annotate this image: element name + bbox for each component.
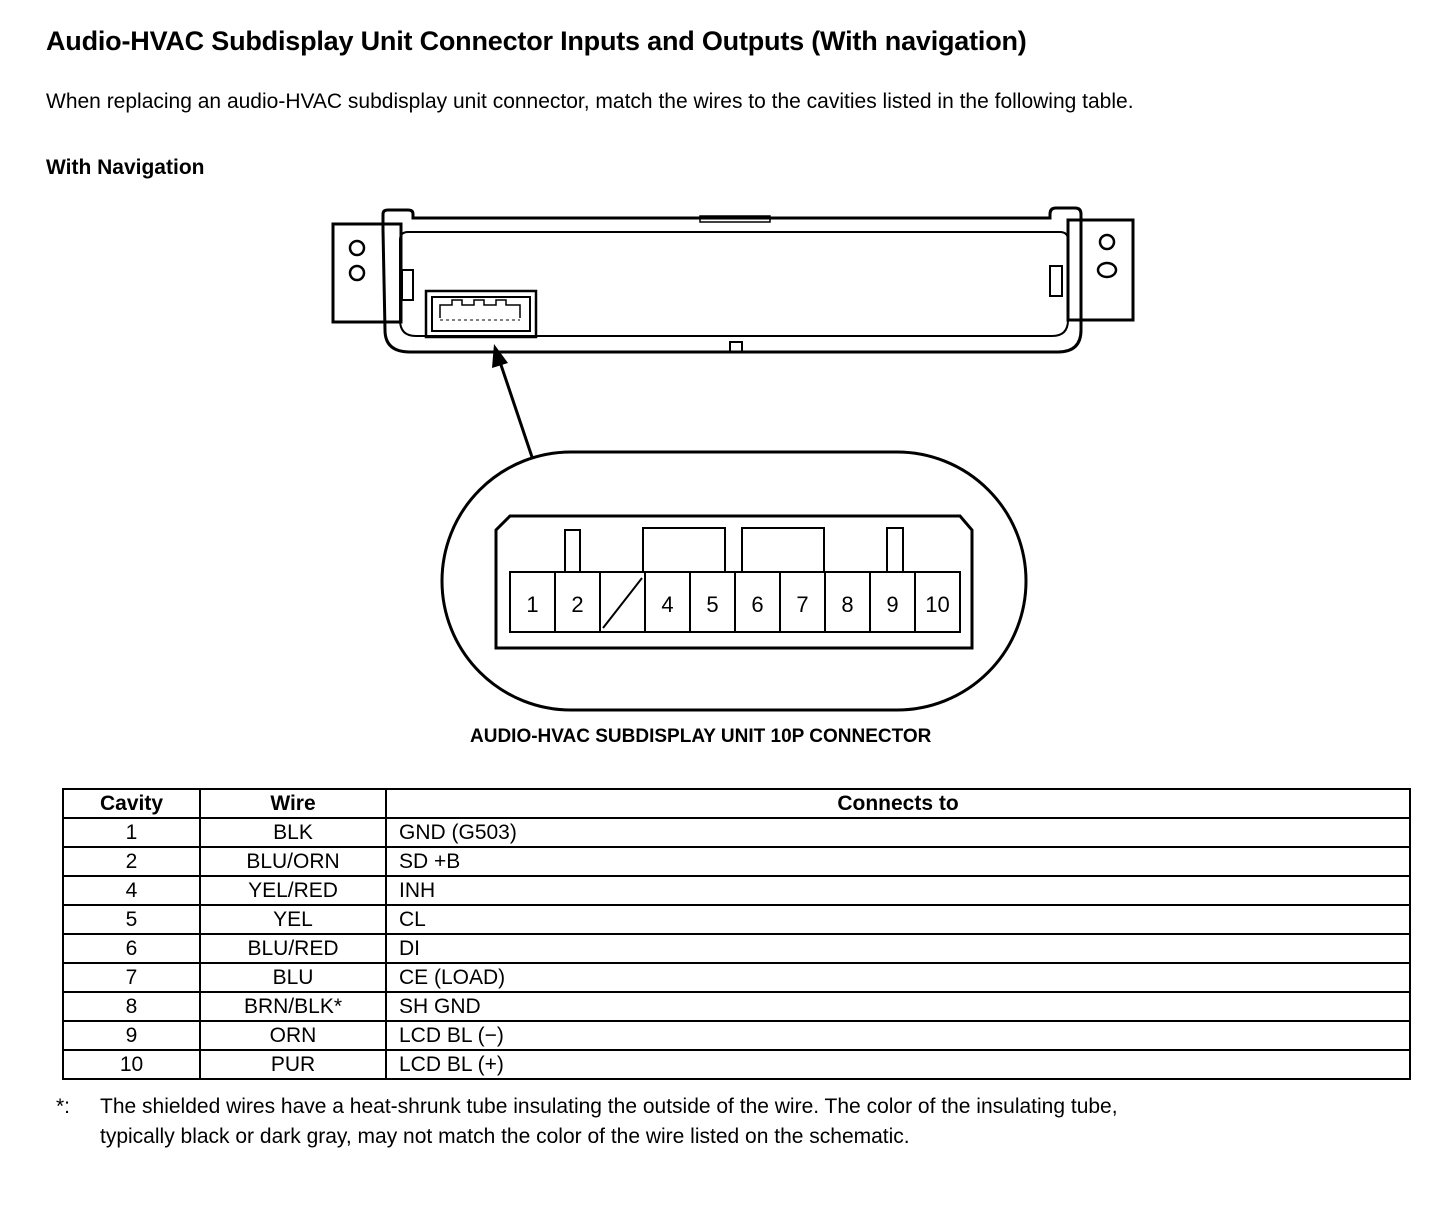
section-heading: With Navigation — [46, 156, 205, 179]
subdisplay-unit-drawing — [331, 206, 1135, 354]
cell-connects-to: CL — [385, 904, 1411, 935]
cell-connects-to: DI — [385, 933, 1411, 964]
connector-diagram: 1 2 4 5 6 7 8 9 10 — [331, 206, 1135, 712]
cavity-number: 1 — [526, 592, 538, 617]
cell-connects-to: GND (G503) — [385, 817, 1411, 848]
footnote-line-1: The shielded wires have a heat-shrunk tu… — [100, 1095, 1118, 1118]
cavity-cells: 1 2 4 5 6 7 8 9 10 — [509, 571, 961, 633]
unused-cavity-mark — [602, 577, 643, 629]
cell-wire: ORN — [199, 1020, 387, 1051]
cavity-number: 4 — [661, 592, 673, 617]
footnote-mark: *: — [56, 1095, 71, 1118]
cell-cavity: 7 — [62, 962, 201, 993]
cell-connects-to: CE (LOAD) — [385, 962, 1411, 993]
connector-caption: AUDIO-HVAC SUBDISPLAY UNIT 10P CONNECTOR — [470, 726, 932, 747]
cell-connects-to: SH GND — [385, 991, 1411, 1022]
cell-cavity: 8 — [62, 991, 201, 1022]
table-header-row: Cavity Wire Connects to — [62, 788, 1411, 819]
cell-wire: BRN/BLK* — [199, 991, 387, 1022]
cell-cavity: 2 — [62, 846, 201, 877]
cavity-number: 9 — [886, 592, 898, 617]
cell-connects-to: SD +B — [385, 846, 1411, 877]
cavity-number: 2 — [571, 592, 583, 617]
cell-cavity: 10 — [62, 1049, 201, 1080]
cell-wire: YEL — [199, 904, 387, 935]
page-title: Audio-HVAC Subdisplay Unit Connector Inp… — [46, 26, 1027, 56]
cell-cavity: 5 — [62, 904, 201, 935]
cavity-number: 10 — [925, 592, 949, 617]
pointer-arrow — [492, 344, 534, 458]
cell-cavity: 4 — [62, 875, 201, 906]
intro-text: When replacing an audio-HVAC subdisplay … — [46, 90, 1134, 113]
cell-wire: BLU/ORN — [199, 846, 387, 877]
cell-wire: PUR — [199, 1049, 387, 1080]
cell-wire: BLU — [199, 962, 387, 993]
cell-cavity: 1 — [62, 817, 201, 848]
cell-wire: BLU/RED — [199, 933, 387, 964]
header-wire: Wire — [199, 788, 387, 819]
footnote: *: The shielded wires have a heat-shrunk … — [56, 1092, 1118, 1152]
cell-cavity: 9 — [62, 1020, 201, 1051]
cell-wire: BLK — [199, 817, 387, 848]
cell-wire: YEL/RED — [199, 875, 387, 906]
cavity-number: 7 — [796, 592, 808, 617]
cavity-cell — [914, 571, 961, 633]
cell-cavity: 6 — [62, 933, 201, 964]
cavity-number: 6 — [751, 592, 763, 617]
footnote-line-2: typically black or dark gray, may not ma… — [100, 1125, 910, 1148]
connector-callout: 1 2 4 5 6 7 8 9 10 — [440, 450, 1028, 712]
cavity-number: 8 — [841, 592, 853, 617]
cell-connects-to: LCD BL (+) — [385, 1049, 1411, 1080]
cavity-number: 5 — [706, 592, 718, 617]
cell-connects-to: LCD BL (−) — [385, 1020, 1411, 1051]
header-connects-to: Connects to — [385, 788, 1411, 819]
header-cavity: Cavity — [62, 788, 201, 819]
cell-connects-to: INH — [385, 875, 1411, 906]
